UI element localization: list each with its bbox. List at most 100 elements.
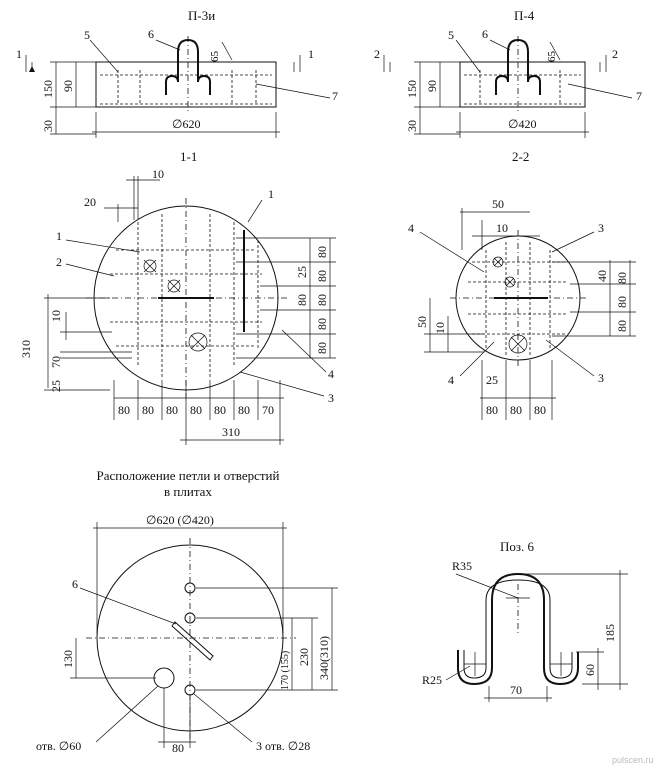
p3i-label-7: 7 — [332, 89, 338, 103]
layout-label-6: 6 — [72, 577, 78, 591]
layout-dim-diam: ∅620 (∅420) — [146, 513, 214, 527]
p4-cut-right: 2 — [612, 47, 618, 61]
s22-right-80b: 80 — [615, 296, 629, 308]
pos6-dim-60: 60 — [583, 664, 597, 676]
title-section-2-2: 2-2 — [512, 149, 529, 164]
s11-bottom-80f: 80 — [238, 403, 250, 417]
s11-left-25: 25 — [49, 380, 63, 392]
s22-label-3-bottom: 3 — [598, 371, 604, 385]
s22-label-4-top: 4 — [408, 221, 414, 235]
watermark: pulscen.ru — [612, 755, 654, 765]
s22-bottom-80c: 80 — [534, 403, 546, 417]
s11-right-80c: 80 — [315, 294, 329, 306]
layout-dim-130: 130 — [61, 650, 75, 668]
title-layout-line1: Расположение петли и отверстий — [97, 468, 280, 483]
layout-dim-80: 80 — [172, 741, 184, 755]
title-p3i: П-3и — [188, 8, 215, 23]
pos6-detail: R35 R25 185 60 70 — [422, 559, 628, 702]
p3i-slab-outline — [95, 61, 277, 108]
layout-small-hole-mid — [184, 612, 196, 624]
s11-bottom-80c: 80 — [166, 403, 178, 417]
p4-cut-left: 2 — [374, 47, 380, 61]
title-pos6: Поз. 6 — [500, 539, 535, 554]
s11-bottom-80b: 80 — [142, 403, 154, 417]
s22-dim-50: 50 — [492, 197, 504, 211]
s11-left-10: 10 — [49, 310, 63, 322]
s22-bottom-80a: 80 — [486, 403, 498, 417]
p3i-label-6: 6 — [148, 27, 154, 41]
layout-loop-slot — [171, 621, 214, 661]
s11-label-1-left: 1 — [56, 229, 62, 243]
s22-dim-10: 10 — [496, 221, 508, 235]
s11-label-3: 3 — [328, 391, 334, 405]
layout-big-hole-label: отв. ∅60 — [36, 739, 81, 753]
s11-bottom-80e: 80 — [214, 403, 226, 417]
p3i-cut-right: 1 — [308, 47, 314, 61]
section-2-2: 50 10 4 3 40 80 80 80 50 10 4 25 3 80 — [408, 197, 636, 420]
s11-right-80d: 80 — [315, 318, 329, 330]
p4-dim-diam: ∅420 — [508, 117, 536, 131]
layout-small-hole-top — [184, 582, 196, 594]
s11-label-1-top: 1 — [268, 187, 274, 201]
s11-left-70: 70 — [49, 356, 63, 368]
s11-bottom-80d: 80 — [190, 403, 202, 417]
s11-bottom-310: 310 — [222, 425, 240, 439]
s11-dim-20: 20 — [84, 195, 96, 209]
p4-label-5: 5 — [448, 28, 454, 42]
s22-bottom-80b: 80 — [510, 403, 522, 417]
title-layout-line2: в плитах — [164, 484, 212, 499]
s11-right-80b: 80 — [315, 270, 329, 282]
layout-small-hole-bottom — [184, 684, 196, 696]
p4-label-7: 7 — [636, 89, 642, 103]
pos6-loop-inner — [463, 579, 573, 679]
section-1-1-rebar-grid — [110, 214, 262, 378]
layout-small-holes-label: 3 отв. ∅28 — [256, 739, 310, 753]
s22-right-80c: 80 — [615, 320, 629, 332]
s22-right-40: 40 — [595, 270, 609, 282]
s22-left-50: 50 — [415, 316, 429, 328]
p3i-cut-left: 1 — [16, 47, 22, 61]
s11-label-2: 2 — [56, 255, 62, 269]
s11-right-80e: 80 — [315, 342, 329, 354]
s22-left-10: 10 — [433, 322, 447, 334]
s11-dim-10: 10 — [152, 167, 164, 181]
p3i-elevation: 150 90 30 ∅620 1 1 5 6 65 7 — [16, 27, 338, 138]
layout-dim-170: 170 (155) — [280, 651, 291, 690]
p3i-dim-90: 90 — [61, 80, 75, 92]
s11-right-25: 25 — [295, 266, 309, 278]
p3i-label-5: 5 — [84, 28, 90, 42]
s22-dim-25: 25 — [486, 373, 498, 387]
s11-right-80a: 80 — [315, 246, 329, 258]
title-p4: П-4 — [514, 8, 535, 23]
s11-bottom-80a: 80 — [118, 403, 130, 417]
s22-right-80a: 80 — [615, 272, 629, 284]
section-1-1: 10 20 80 80 25 80 80 80 80 1 1 2 4 3 — [19, 167, 336, 445]
p3i-dim-30: 30 — [41, 120, 55, 132]
s22-label-4-bottom: 4 — [448, 373, 454, 387]
layout-dim-230: 230 — [297, 648, 311, 666]
section-1-1-hole — [188, 332, 208, 352]
layout-big-hole — [153, 667, 175, 689]
p3i-dim-diam: ∅620 — [172, 117, 200, 131]
p4-dim-90: 90 — [425, 80, 439, 92]
p4-slab-outline — [459, 61, 586, 108]
layout-plan: ∅620 (∅420) 6 130 170 (155) 230 340(310)… — [36, 513, 338, 755]
p4-label-6: 6 — [482, 27, 488, 41]
s22-label-3-top: 3 — [598, 221, 604, 235]
pos6-loop-outer — [457, 572, 579, 686]
p4-dim-30: 30 — [405, 120, 419, 132]
p4-dim-150: 150 — [405, 80, 419, 98]
p4-label-65: 65 — [546, 51, 558, 63]
s11-left-310: 310 — [19, 340, 33, 358]
section-2-2-hole — [508, 334, 528, 354]
p3i-label-65: 65 — [209, 51, 221, 63]
layout-dim-340: 340(310) — [317, 636, 331, 680]
s11-bottom-70: 70 — [262, 403, 274, 417]
p3i-dim-150: 150 — [41, 80, 55, 98]
pos6-r35: R35 — [452, 559, 472, 573]
s11-label-4: 4 — [328, 367, 334, 381]
pos6-dim-70: 70 — [510, 683, 522, 697]
title-section-1-1: 1-1 — [180, 149, 197, 164]
pos6-dim-185: 185 — [603, 624, 617, 642]
